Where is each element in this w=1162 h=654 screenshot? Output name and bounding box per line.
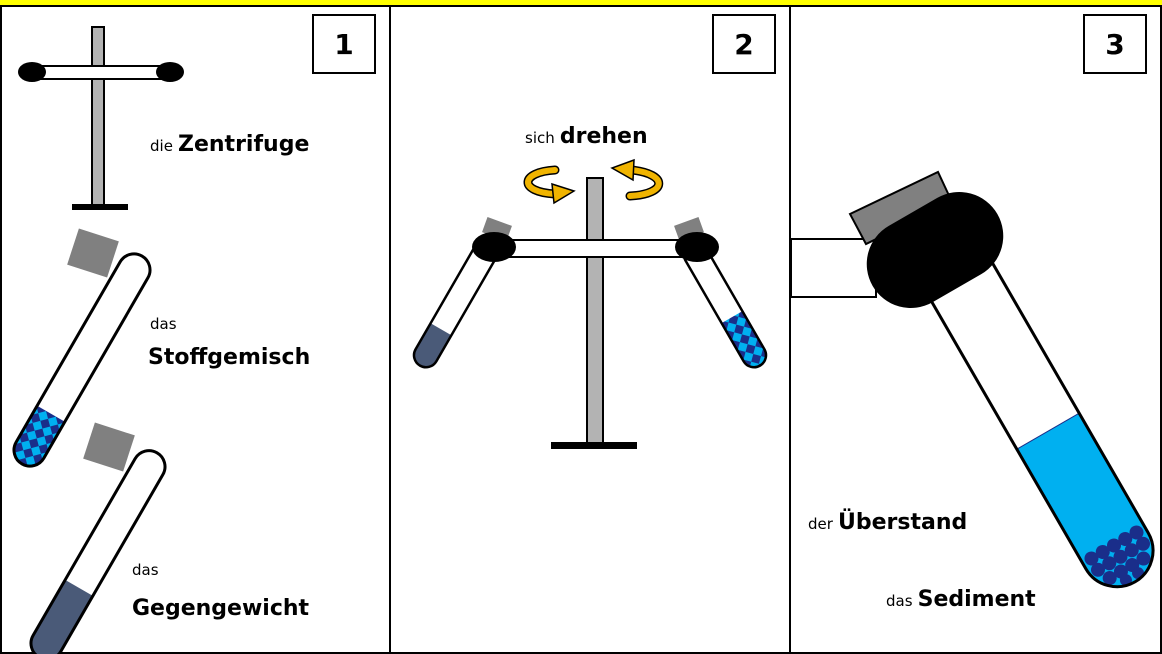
holder-left [472,232,516,262]
centrifuge-arm [35,65,167,80]
word-stoffgemisch: Stoffgemisch [148,345,311,370]
article-der: der [808,515,833,533]
word-sich: sich [525,129,555,147]
step-number-2: 2 [712,14,776,74]
spinning-centrifuge-icon [496,177,694,449]
word-gegengewicht: Gegengewicht [132,596,310,621]
rotation-arrow-left-icon [523,165,576,205]
gegengewicht-tube-icon [25,444,171,654]
centrifuge-rod [91,26,105,209]
gegengewicht-cap [83,422,135,472]
centrifuge-base [72,204,128,210]
word-ueberstand: Überstand [838,510,968,535]
step-number-3: 3 [1083,14,1147,74]
rotation-arrow-right-icon [610,158,664,201]
stoffgemisch-cap [67,228,119,278]
word-sediment: Sediment [917,587,1036,612]
spinning-arm [496,239,694,258]
panel-divider-1 [389,5,391,654]
word-drehen: drehen [559,124,648,149]
label-zentrifuge: die Zentrifuge [150,132,309,157]
label-sediment: das Sediment [886,587,1036,612]
sediment-particles [1084,525,1151,587]
arm-end-left [18,62,46,82]
top-color-bar [0,0,1162,6]
stoffgemisch-tube-icon [8,248,156,472]
panel-divider-2 [789,5,791,654]
label-ueberstand: der Überstand [808,510,967,535]
article-das-sediment: das [886,592,913,610]
zoom-arm [790,238,877,298]
spinning-rod [586,177,604,445]
article-das-gegengewicht: das [132,561,159,579]
zoom-holder [866,192,1004,308]
zoom-tube-icon [893,200,1162,600]
spinning-cap-right [674,217,704,241]
spinning-base [551,442,637,449]
article-die: die [150,137,173,155]
word-zentrifuge: Zentrifuge [178,132,310,157]
centrifuge-icon [18,26,184,210]
arm-end-right [156,62,184,82]
step-number-1: 1 [312,14,376,74]
label-sich-drehen: sich drehen [525,124,648,149]
article-das-stoffgemisch: das [150,315,177,333]
outer-frame [0,5,1162,654]
holder-right [675,232,719,262]
